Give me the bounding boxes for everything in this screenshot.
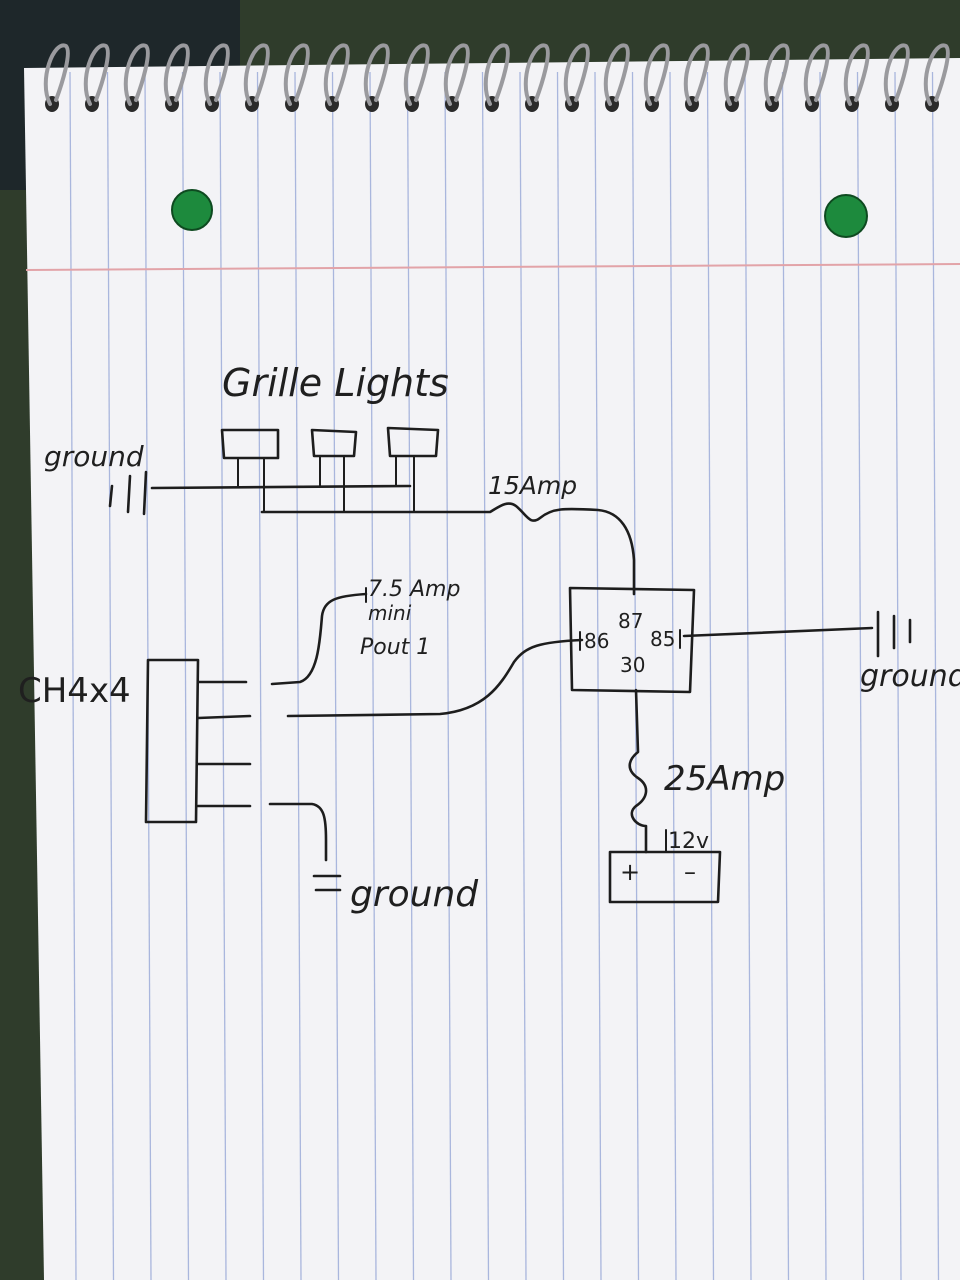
spiral-coil — [643, 43, 670, 112]
spiral-coil — [43, 43, 70, 112]
rule-line — [556, 71, 565, 1280]
relay-85-ground-wire — [682, 626, 874, 638]
switch-label: CH4x4 — [18, 671, 131, 711]
grille-light-3 — [386, 426, 440, 513]
relay-pin-85: 85 — [650, 627, 675, 651]
ground-symbol-top-left — [108, 470, 148, 516]
rule-line — [481, 71, 490, 1280]
fuse-7-5-label-2: mini — [368, 601, 412, 625]
switch-pin-2 — [196, 714, 252, 720]
spiral-coil — [363, 43, 390, 112]
rule-line — [519, 71, 527, 1280]
ground-bus-wire — [150, 484, 412, 490]
rule-line — [706, 71, 715, 1280]
rule-line — [781, 71, 790, 1280]
spiral-coil — [603, 43, 630, 112]
rule-line — [331, 71, 340, 1280]
fuse-7-5-label-3: Pout 1 — [360, 635, 430, 660]
rule-line — [369, 71, 377, 1280]
spiral-coil — [843, 43, 870, 112]
spiral-coil — [763, 43, 790, 112]
punch-hole-left — [171, 189, 213, 231]
rule-line — [631, 71, 640, 1280]
switch-to-relay-86-wire — [286, 638, 584, 718]
punch-hole-right — [824, 194, 868, 238]
grille-light-2 — [310, 428, 358, 513]
spiral-coil — [163, 43, 190, 112]
rule-line — [444, 71, 452, 1280]
fuse-7-5-label-1: 7.5 Amp — [368, 577, 460, 602]
spiral-coil — [683, 43, 710, 112]
spiral-coil — [403, 43, 430, 112]
relay-pin-87: 87 — [618, 609, 643, 633]
ground-label-right: ground — [860, 659, 960, 694]
spiral-coil — [523, 43, 550, 112]
relay-pin-86: 86 — [584, 629, 609, 653]
fuse-25-label: 25Amp — [664, 759, 785, 799]
rule-line — [931, 71, 940, 1280]
spiral-binding — [43, 43, 950, 112]
relay-box — [568, 586, 696, 694]
spiral-coil — [563, 43, 590, 112]
spiral-coil — [123, 43, 150, 112]
fuse-7-5-wire — [270, 592, 368, 686]
rule-line — [894, 71, 902, 1280]
rule-line — [819, 71, 827, 1280]
rule-line — [69, 71, 77, 1280]
spiral-coil — [323, 43, 350, 112]
relay-pin-30: 30 — [620, 653, 645, 677]
relay-30-to-battery-wire — [628, 688, 648, 854]
rule-line — [669, 71, 677, 1280]
battery-minus-label: – — [684, 858, 696, 886]
battery-box — [608, 850, 722, 904]
rule-line — [856, 71, 865, 1280]
rule-line — [294, 71, 302, 1280]
rule-line — [181, 71, 190, 1280]
battery-voltage-label: 12v — [668, 829, 709, 854]
rule-line — [256, 71, 265, 1280]
grille-lights-title: Grille Lights — [222, 361, 449, 405]
spiral-coil — [923, 43, 950, 112]
battery-plus-label: + — [620, 858, 640, 886]
rule-line — [106, 71, 115, 1280]
spiral-coil — [203, 43, 230, 112]
margin-line — [25, 263, 960, 271]
switch-ground-wire — [268, 802, 328, 862]
spiral-coil — [283, 43, 310, 112]
spiral-coil — [723, 43, 750, 112]
notebook-page — [24, 58, 960, 1280]
ground-label-bottom: ground — [350, 874, 479, 915]
ground-symbol-right — [876, 610, 912, 658]
rule-line — [744, 71, 752, 1280]
spiral-coil — [243, 43, 270, 112]
spiral-coil — [803, 43, 830, 112]
ground-label-top-left: ground — [44, 440, 144, 473]
spiral-coil — [883, 43, 910, 112]
rule-line — [219, 71, 227, 1280]
switch-box — [144, 658, 200, 824]
spiral-coil — [83, 43, 110, 112]
positive-bus-wire — [260, 502, 636, 596]
fuse-15-label: 15Amp — [488, 471, 577, 500]
rule-line — [406, 71, 415, 1280]
rule-line — [594, 71, 602, 1280]
spiral-coil — [443, 43, 470, 112]
spiral-coil — [483, 43, 510, 112]
grille-light-1 — [220, 428, 280, 513]
ruled-lines — [69, 71, 940, 1280]
